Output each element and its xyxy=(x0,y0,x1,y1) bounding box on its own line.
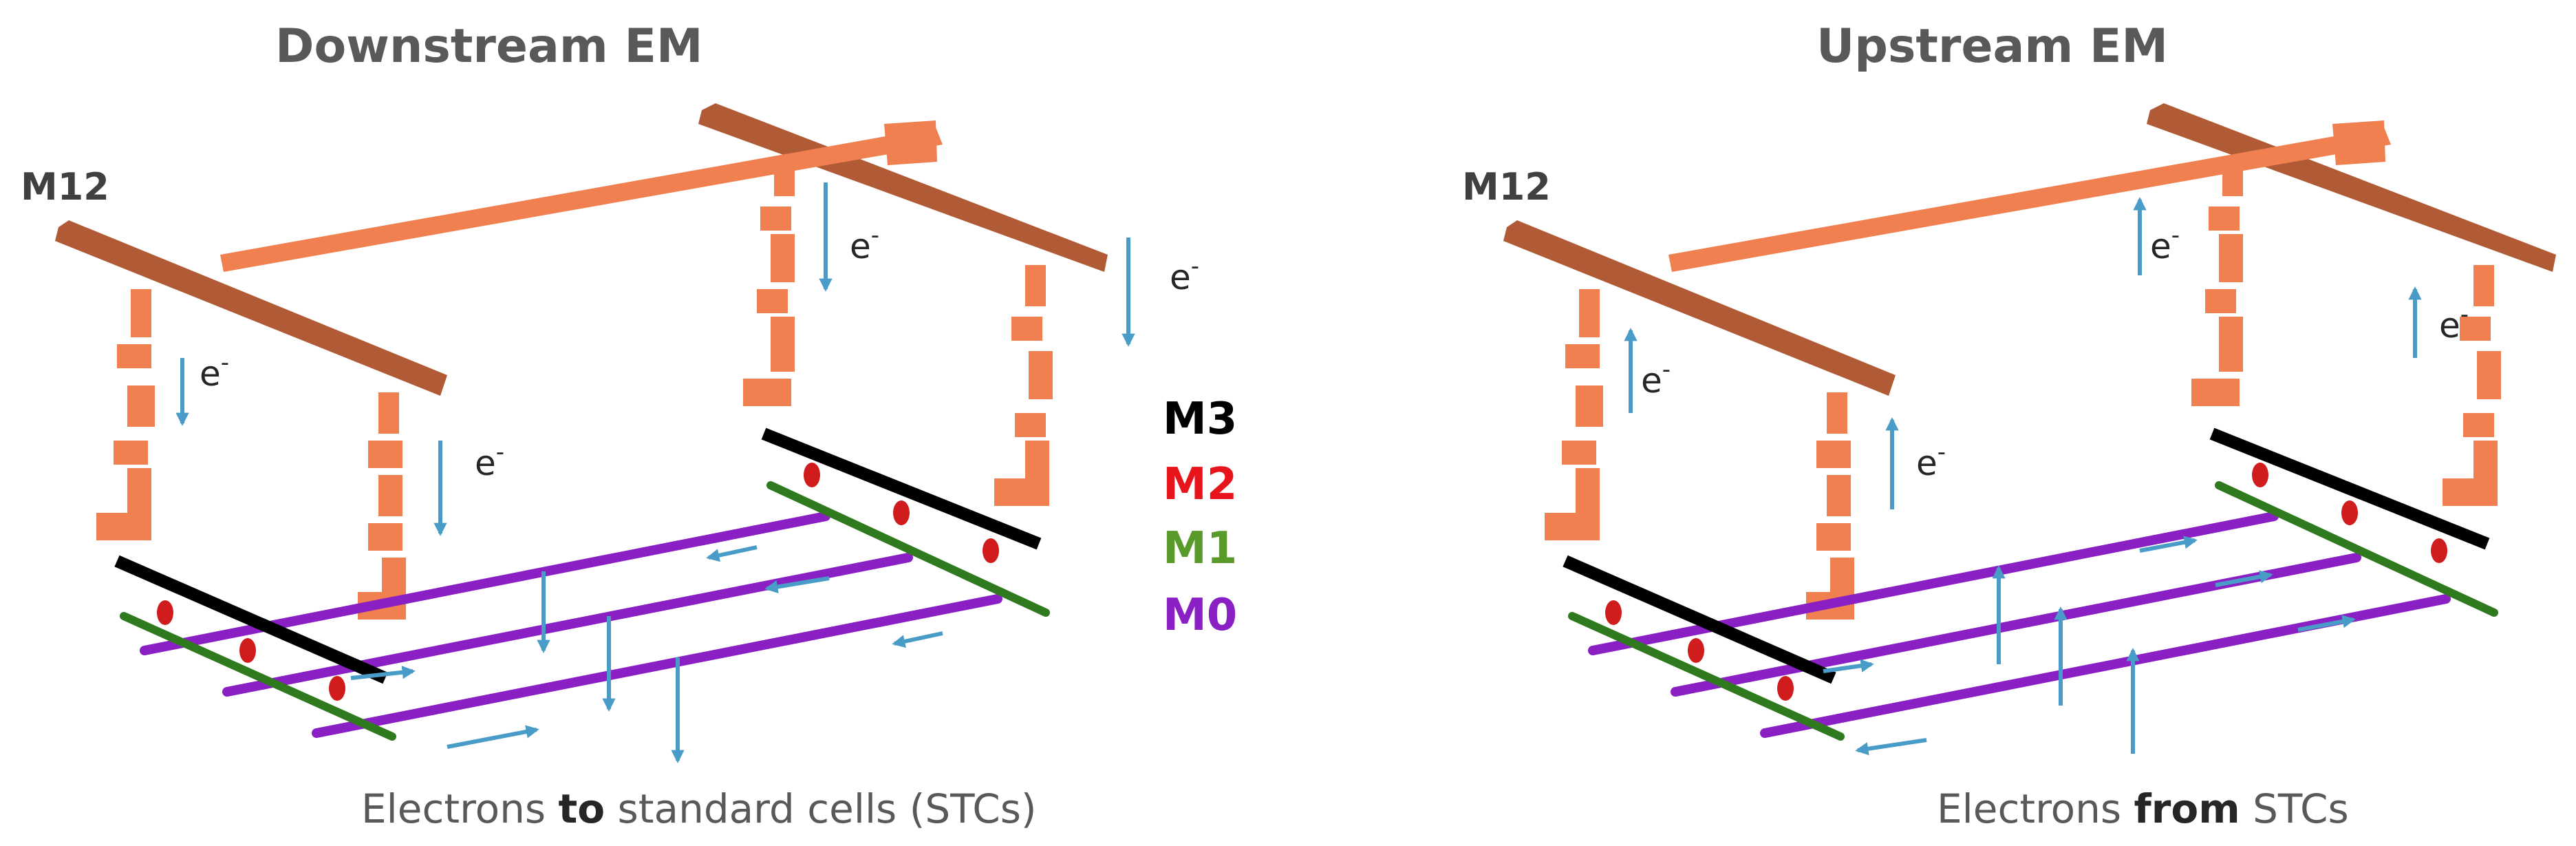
m2-vias xyxy=(1605,463,2447,701)
upper-bar-cap xyxy=(2332,120,2385,165)
legend-m2: M2 xyxy=(1163,459,1237,510)
svg-text:e-: e- xyxy=(475,438,504,483)
downstream-em-panel: Downstream EM M12 xyxy=(21,19,1199,832)
svg-text:e-: e- xyxy=(200,349,229,394)
via-stack-3 xyxy=(743,162,795,406)
via-stack-4 xyxy=(994,265,1053,506)
electron-labels-right: e- e- e- e- xyxy=(1641,222,2469,483)
via-stack-2 xyxy=(358,392,406,620)
via-stack-2 xyxy=(1806,392,1854,620)
m12-label: M12 xyxy=(1462,165,1551,209)
electron-arrows-right xyxy=(1624,197,2422,756)
upper-bar-cap xyxy=(884,120,937,165)
caption-upstream: Electrons from STCs xyxy=(1937,785,2349,832)
m1-lines xyxy=(1568,481,2498,741)
m12-bar-back xyxy=(698,103,1108,272)
via-stack-1 xyxy=(96,289,155,540)
panel-title: Upstream EM xyxy=(1816,19,2168,74)
svg-text:e-: e- xyxy=(1641,356,1671,401)
electron-labels-left: e- e- e- e- xyxy=(200,222,1199,483)
m3-bars xyxy=(114,427,1042,684)
metal-layer-legend: M3 M2 M1 M0 xyxy=(1163,394,1237,641)
via-stack-4 xyxy=(2443,265,2501,506)
upper-long-bar xyxy=(220,127,943,272)
m12-bar-front xyxy=(1503,220,1896,396)
via-stack-3 xyxy=(2191,162,2243,406)
svg-text:e-: e- xyxy=(2439,301,2469,346)
m1-lines xyxy=(120,481,1050,741)
legend-m3: M3 xyxy=(1163,394,1237,445)
m12-bar-front xyxy=(55,220,447,396)
upper-long-bar xyxy=(1668,127,2391,272)
svg-text:e-: e- xyxy=(1916,438,1946,483)
m3-bars xyxy=(1563,427,2490,684)
via-stack-1 xyxy=(1545,289,1603,540)
electron-arrows-left xyxy=(175,182,1135,763)
svg-text:e-: e- xyxy=(1170,253,1199,297)
legend-m1: M1 xyxy=(1163,523,1237,574)
svg-text:e-: e- xyxy=(850,222,879,266)
svg-text:e-: e- xyxy=(2150,222,2180,266)
legend-m0: M0 xyxy=(1163,590,1237,641)
m12-bar-back xyxy=(2147,103,2556,272)
m2-vias xyxy=(157,463,999,701)
m12-label: M12 xyxy=(21,165,109,209)
panel-title: Downstream EM xyxy=(275,19,703,74)
caption-downstream: Electrons to standard cells (STCs) xyxy=(361,785,1037,832)
upstream-em-panel: Upstream EM M12 xyxy=(1462,19,2556,832)
